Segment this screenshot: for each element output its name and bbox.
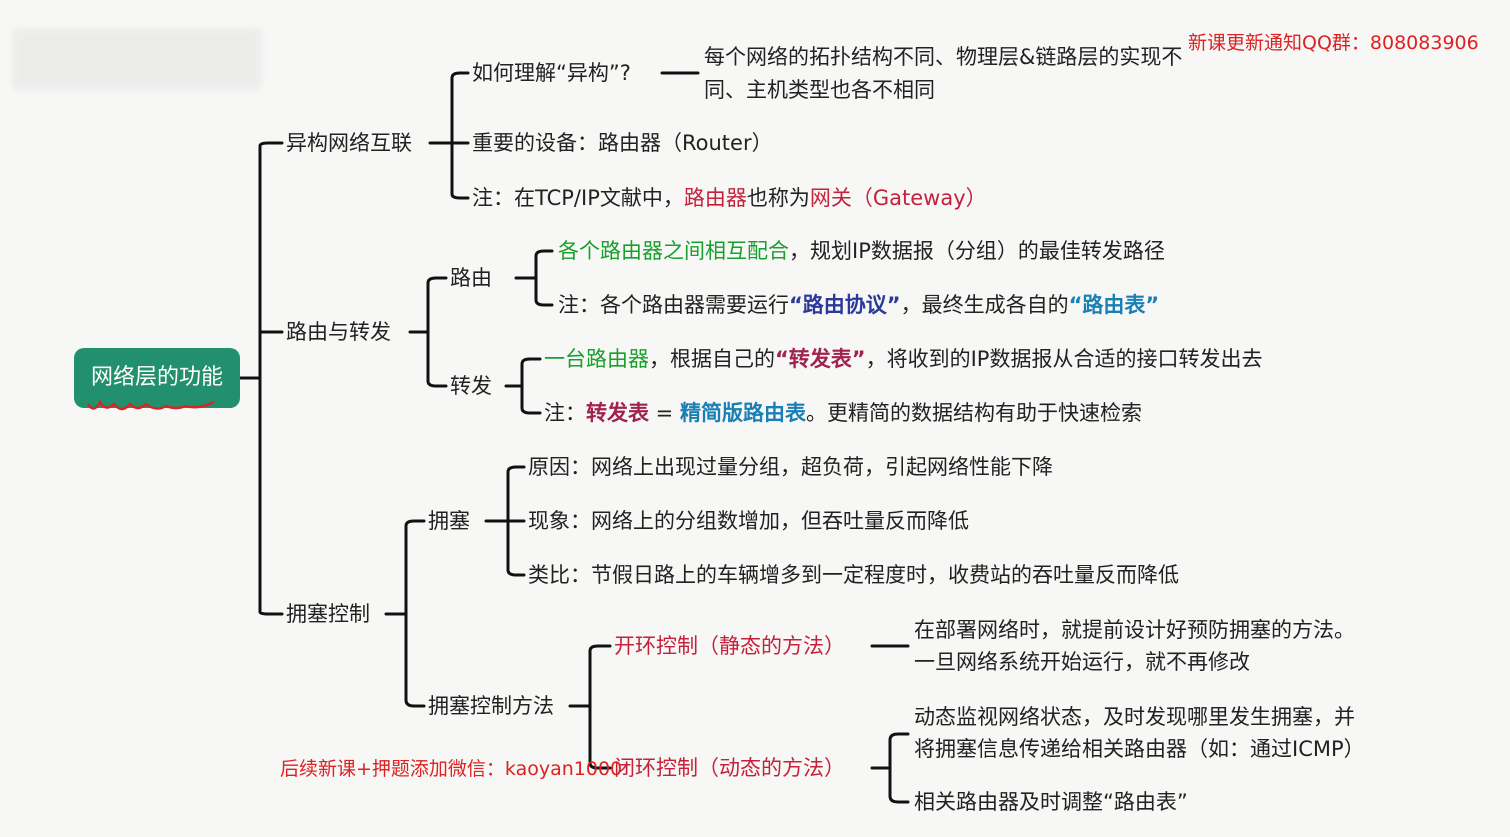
gateway-note-prefix: 注：在TCP/IP文献中， — [472, 186, 684, 210]
routing-line2-prefix: 注：各个路由器需要运行 — [558, 293, 789, 317]
red-underline-scribble — [86, 399, 215, 411]
node-congestion[interactable]: 拥塞 — [428, 509, 470, 533]
routing-line1-rest: ，规划IP数据报（分组）的最佳转发路径 — [789, 239, 1165, 263]
node-routing-forwarding[interactable]: 路由与转发 — [286, 320, 391, 344]
forwarding-line1-rest: ，将收到的IP数据报从合适的接口转发出去 — [865, 347, 1263, 371]
node-congestion-cause[interactable]: 原因：网络上出现过量分组，超负荷，引起网络性能下降 — [528, 455, 1053, 479]
node-important-device[interactable]: 重要的设备：路由器（Router） — [472, 131, 773, 155]
forwarding-line1-table: “转发表” — [775, 347, 866, 371]
routing-line2-mid: ，最终生成各自的 — [900, 293, 1069, 317]
node-routing[interactable]: 路由 — [450, 266, 492, 290]
root-node[interactable]: 网络层的功能 — [74, 348, 240, 408]
forwarding-line2-simplified: 精简版路由表 — [679, 401, 806, 425]
routing-line1-green: 各个路由器之间相互配合 — [558, 239, 789, 263]
node-closed-loop-desc-2: 将拥塞信息传递给相关路由器（如：通过ICMP） — [914, 737, 1365, 761]
forwarding-line2-eq: = — [649, 401, 680, 425]
node-forwarding[interactable]: 转发 — [450, 374, 492, 398]
node-forwarding-line2[interactable]: 注：转发表 = 精简版路由表。更精简的数据结构有助于快速检索 — [544, 397, 1142, 429]
faded-logo — [12, 28, 262, 90]
node-gateway-note[interactable]: 注：在TCP/IP文献中，路由器也称为网关（Gateway） — [472, 182, 987, 214]
node-heterogeneous-answer: 每个网络的拓扑结构不同、物理层&链路层的实现不同、主机类型也各不相同 — [704, 45, 1183, 102]
node-closed-loop-desc-1: 动态监视网络状态，及时发现哪里发生拥塞，并 — [914, 705, 1355, 729]
routing-line2-table: “路由表” — [1068, 293, 1160, 317]
node-congestion-control[interactable]: 拥塞控制 — [286, 602, 370, 626]
forwarding-line1-mid: ，根据自己的 — [649, 347, 775, 371]
gateway-note-router: 路由器 — [683, 186, 747, 210]
gateway-note-mid: 也称为 — [746, 186, 810, 210]
forwarding-line1-green: 一台路由器 — [544, 347, 649, 371]
watermark-qq-group: 新课更新通知QQ群：808083906 — [1188, 32, 1479, 54]
node-closed-loop[interactable]: 闭环控制（动态的方法） — [614, 756, 845, 780]
gateway-note-gateway: 网关 — [809, 186, 852, 210]
forwarding-line2-rest: 。更精简的数据结构有助于快速检索 — [805, 401, 1142, 425]
node-routing-line2[interactable]: 注：各个路由器需要运行“路由协议”，最终生成各自的“路由表” — [558, 289, 1159, 321]
node-congestion-methods[interactable]: 拥塞控制方法 — [428, 694, 554, 718]
node-heterogeneous[interactable]: 异构网络互联 — [286, 131, 412, 155]
node-open-loop-desc-2: 一旦网络系统开始运行，就不再修改 — [914, 650, 1250, 674]
node-congestion-analogy[interactable]: 类比：节假日路上的车辆增多到一定程度时，收费站的吞吐量反而降低 — [528, 563, 1179, 587]
node-open-loop-desc-1: 在部署网络时，就提前设计好预防拥塞的方法。 — [914, 618, 1355, 642]
node-closed-loop-desc-3[interactable]: 相关路由器及时调整“路由表” — [914, 790, 1188, 814]
node-routing-line1[interactable]: 各个路由器之间相互配合，规划IP数据报（分组）的最佳转发路径 — [558, 235, 1165, 267]
node-open-loop[interactable]: 开环控制（静态的方法） — [614, 634, 845, 658]
watermark-wechat: 后续新课+押题添加微信：kaoyan1000 — [280, 758, 623, 780]
node-congestion-phenomenon[interactable]: 现象：网络上的分组数增加，但吞吐量反而降低 — [528, 509, 969, 533]
gateway-note-suffix: （Gateway） — [851, 186, 987, 210]
routing-line2-protocol: “路由协议” — [789, 293, 901, 317]
forwarding-line2-prefix: 注： — [544, 401, 586, 425]
forwarding-line2-fwd: 转发表 — [586, 401, 649, 425]
node-heterogeneous-question[interactable]: 如何理解“异构”? — [472, 61, 631, 85]
node-forwarding-line1[interactable]: 一台路由器，根据自己的“转发表”，将收到的IP数据报从合适的接口转发出去 — [544, 343, 1262, 375]
